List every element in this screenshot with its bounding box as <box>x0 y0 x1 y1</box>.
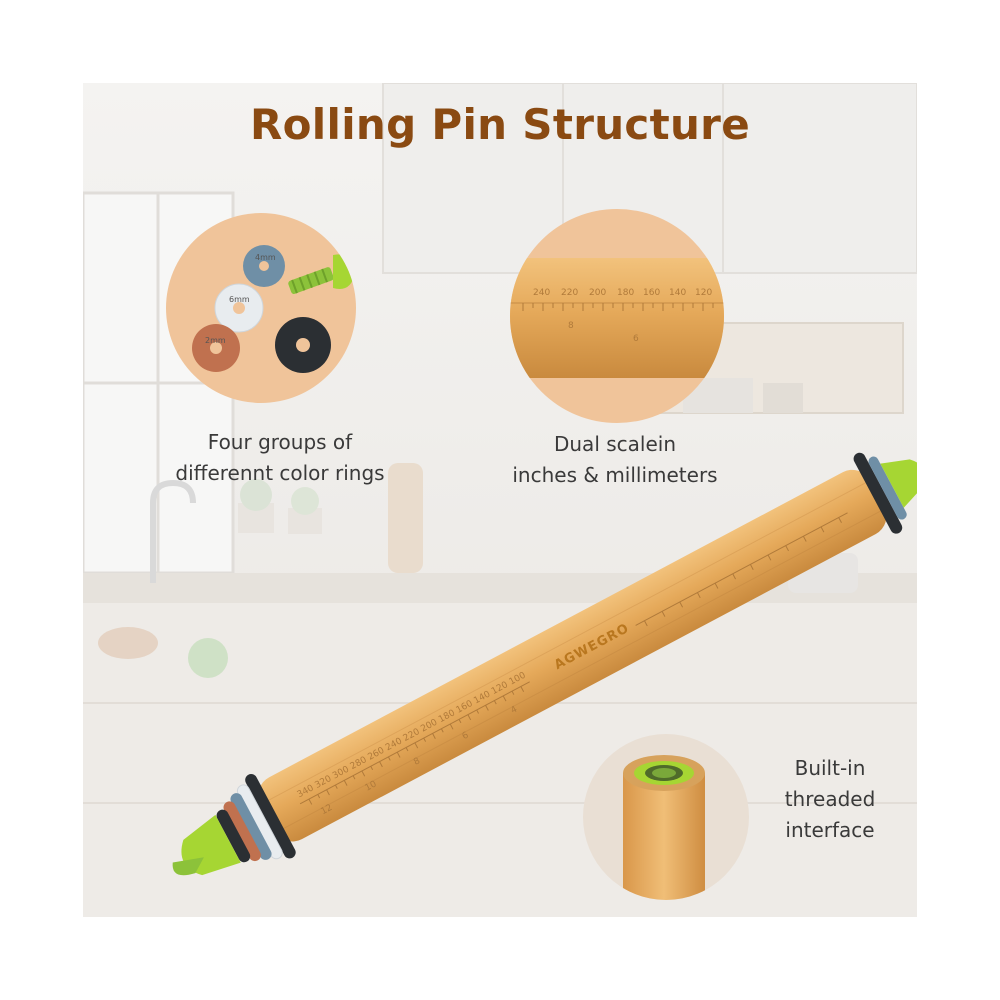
caption-thread: Built-in threaded interface <box>760 753 900 846</box>
scale-detail-image: 240 220 200 180 160 140 120 8 6 <box>510 209 724 423</box>
page-title: Rolling Pin Structure <box>250 100 750 149</box>
svg-text:240: 240 <box>533 288 550 298</box>
caption-scale: Dual scalein inches & millimeters <box>495 429 735 491</box>
svg-text:160: 160 <box>643 288 660 298</box>
kitchen-background: 240 220 200 180 160 140 120 8 6 <box>83 83 917 917</box>
rings-detail-image <box>166 213 356 403</box>
svg-text:220: 220 <box>561 288 578 298</box>
svg-text:4: 4 <box>509 705 519 717</box>
caption-scale-line-1: Dual scalein <box>553 432 676 456</box>
caption-thread-line-3: interface <box>785 818 875 842</box>
threaded-interface-image <box>583 734 749 900</box>
ring-labels-overlay: 4mm 6mm 2mm <box>205 253 276 345</box>
ring-label-white: 6mm <box>229 295 250 304</box>
svg-text:6: 6 <box>461 730 471 742</box>
product-illustration: 240 220 200 180 160 140 120 8 6 <box>83 83 917 917</box>
caption-scale-line-2: inches & millimeters <box>512 463 718 487</box>
svg-text:10: 10 <box>364 779 379 793</box>
svg-text:8: 8 <box>568 321 574 331</box>
svg-text:6: 6 <box>633 334 639 344</box>
svg-text:140: 140 <box>669 288 686 298</box>
svg-text:200: 200 <box>589 288 606 298</box>
svg-text:180: 180 <box>617 288 634 298</box>
caption-rings-line-2: differennt color rings <box>175 461 385 485</box>
svg-text:120: 120 <box>695 288 712 298</box>
svg-text:12: 12 <box>319 803 334 817</box>
caption-thread-line-1: Built-in <box>794 756 866 780</box>
caption-thread-line-2: threaded <box>784 787 876 811</box>
svg-text:8: 8 <box>412 756 422 768</box>
caption-rings-line-1: Four groups of <box>207 430 353 454</box>
ring-label-terracotta: 2mm <box>205 336 226 345</box>
caption-rings: Four groups of differennt color rings <box>160 427 400 489</box>
ring-label-blue: 4mm <box>255 253 276 262</box>
